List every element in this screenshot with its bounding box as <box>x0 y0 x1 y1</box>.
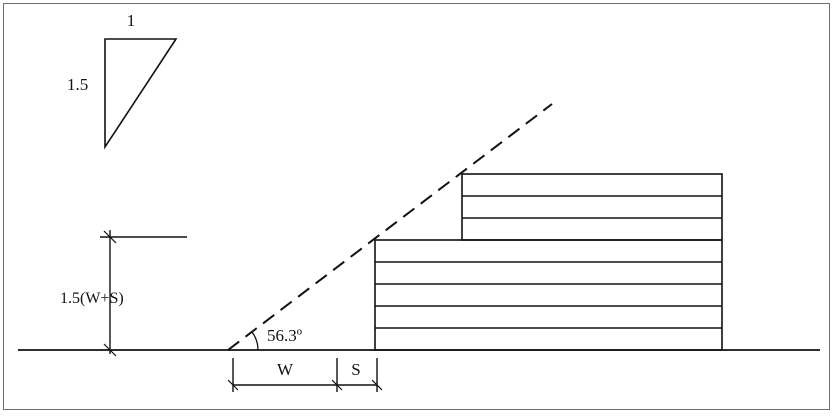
bottom-dimensions <box>227 358 383 392</box>
slope-ratio-triangle <box>104 38 178 150</box>
angle-label: 56.3º <box>267 326 302 345</box>
slope-rise-label: 1.5 <box>67 75 88 94</box>
width-label: W <box>277 360 294 379</box>
spacing-label: S <box>351 360 360 379</box>
height-label: 1.5(W+S) <box>60 290 124 307</box>
angle-arc <box>251 331 259 351</box>
height-dimension <box>100 230 187 357</box>
diagram-frame <box>3 3 830 410</box>
lower-stack <box>374 239 723 351</box>
slope-run-label: 1 <box>127 11 136 30</box>
slope-line <box>227 103 553 351</box>
upper-stack <box>461 173 723 241</box>
